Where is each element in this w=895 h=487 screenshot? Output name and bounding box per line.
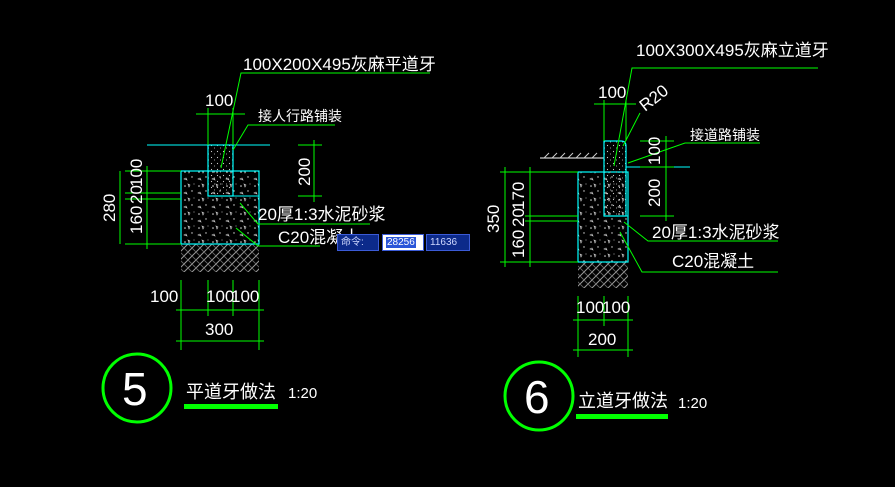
flat-curb	[207, 144, 234, 197]
detail-5-dim-left-a: 160	[127, 206, 146, 234]
earth-hatch	[181, 244, 259, 272]
detail-6-dim-bottom-a: 100	[576, 298, 604, 317]
detail-5-mortar-label: 20厚1:3水泥砂浆	[258, 205, 386, 224]
detail-5-circle	[101, 352, 173, 424]
detail-6-paving-label: 接道路铺装	[690, 127, 760, 144]
detail-5-dim-left-total: 280	[100, 194, 119, 222]
detail-6-dim-right-a: 100	[645, 137, 664, 165]
upright-curb	[603, 140, 627, 217]
command-x-input[interactable]: 28256	[382, 234, 424, 251]
detail-6-drawing	[500, 67, 818, 432]
detail-5-number: 5	[122, 363, 148, 415]
detail-6-dim-left-b: 20	[509, 208, 528, 227]
detail-5-paving-label: 接人行路铺装	[258, 108, 342, 125]
detail-5-dim-top: 100	[205, 91, 233, 110]
detail-6-circle	[503, 360, 575, 432]
detail-6-number: 6	[524, 371, 550, 423]
detail-6-dim-right-b: 200	[645, 179, 664, 207]
detail-6-dim-bottom-total: 200	[588, 330, 616, 349]
detail-6-dim-bottom-b: 100	[602, 298, 630, 317]
detail-5-dim-right: 200	[295, 158, 314, 186]
command-y-input[interactable]: 11636	[426, 234, 470, 251]
detail-6-concrete-label: C20混凝土	[672, 252, 754, 271]
detail-5-dim-bottom-a: 100	[150, 287, 178, 306]
detail-5-dim-left-b: 20	[127, 185, 146, 204]
detail-6-dim-top: 100	[598, 83, 626, 102]
detail-5-title: 平道牙做法	[186, 382, 276, 403]
detail-5-scale: 1:20	[288, 385, 317, 402]
command-prompt-label: 命令:	[337, 234, 379, 251]
detail-6-curb-label: 100X300X495灰麻立道牙	[636, 41, 829, 60]
detail-6-radius-label: R20	[636, 81, 672, 115]
detail-6-title: 立道牙做法	[578, 391, 668, 412]
detail-5-underline	[184, 404, 278, 409]
detail-5-dim-left-c: 100	[127, 159, 146, 187]
earth-hatch	[578, 262, 628, 288]
detail-6-dim-left-c: 170	[509, 182, 528, 210]
detail-5-dim-bottom-c: 100	[231, 287, 259, 306]
detail-6-underline	[576, 414, 668, 419]
detail-5-drawing	[101, 72, 430, 424]
command-x-value: 28256	[386, 237, 416, 248]
detail-5-dim-bottom-b: 100	[206, 287, 234, 306]
detail-6-mortar-label: 20厚1:3水泥砂浆	[652, 223, 780, 242]
detail-5-dim-bottom-total: 300	[205, 320, 233, 339]
detail-5-curb-label: 100X200X495灰麻平道牙	[243, 55, 436, 74]
detail-6-dim-left-a: 160	[509, 230, 528, 258]
detail-6-scale: 1:20	[678, 395, 707, 412]
detail-6-dim-left-total: 350	[484, 205, 503, 233]
